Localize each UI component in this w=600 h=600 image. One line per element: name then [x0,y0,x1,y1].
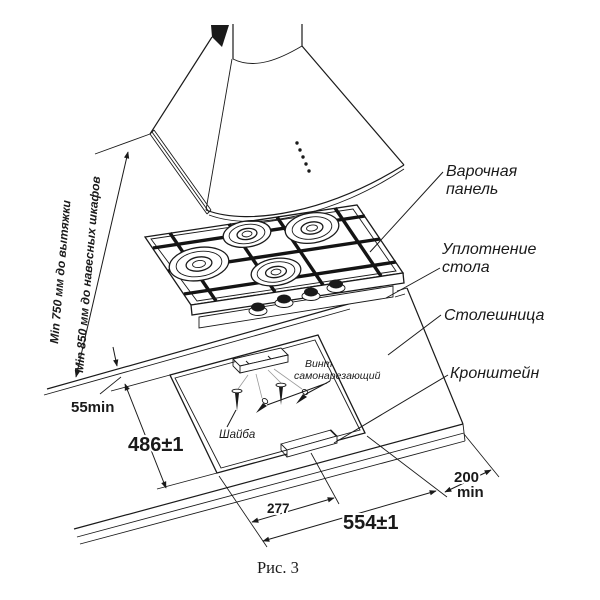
width-dimension-line [262,490,437,542]
mounting-bracket-top [232,347,289,374]
cutout-depth-value: 486±1 [128,434,183,456]
control-knob [301,287,321,301]
chimney [211,24,303,64]
hob-label-line1: Варочная [446,163,518,180]
side-clearance-unit: min [457,484,484,501]
depth-dimension-line [124,383,167,489]
range-hood [149,24,405,222]
self-tapping-screw [256,397,269,413]
side-clearance-dimension-line [444,469,492,493]
clearance-dimension-line [74,151,130,378]
burner [168,246,230,282]
countertop-drawing [43,287,466,545]
cooktop [143,204,405,329]
control-knob [248,302,268,316]
seal-label-line1: Уплотнение [441,241,537,258]
annotations: Min 750 мм до вытяжки Min 850 мм до наве… [47,163,544,577]
half-width-dimension-line [251,497,335,523]
hob-seal-band [198,285,394,329]
rear-clearance-value: 55min [71,399,114,416]
clearance-to-cabinets-label: Min 850 мм до навесных шкафов [72,176,103,374]
figure-caption: Рис. 3 [257,558,299,577]
label-leaders [226,171,449,444]
dimension-lines [74,133,500,548]
washer-label: Шайба [219,429,255,441]
screw-label-line1: Винт [305,358,333,370]
burner [250,257,302,287]
burner [284,211,340,245]
fasteners [231,368,309,413]
seal-label-line2: стола [442,259,490,276]
hood-control-dots [295,141,311,173]
control-knob [274,294,294,308]
washer-screw [231,388,243,411]
control-knob [326,279,346,293]
hob-label-line2: панель [446,181,498,198]
clearance-to-hood-label: Min 750 мм до вытяжки [47,199,74,344]
burner [222,220,272,248]
bracket-label: Кронштейн [450,365,539,382]
washer-screw [275,382,287,405]
mounting-bracket-bottom [280,429,338,458]
cutout-width-value: 554±1 [343,512,398,534]
cutout-half-width-value: 277 [267,501,290,516]
countertop-label: Столешница [444,307,544,324]
side-clearance-value: 200 [454,469,479,486]
screw-label-line2: самонарезающий [294,370,381,382]
